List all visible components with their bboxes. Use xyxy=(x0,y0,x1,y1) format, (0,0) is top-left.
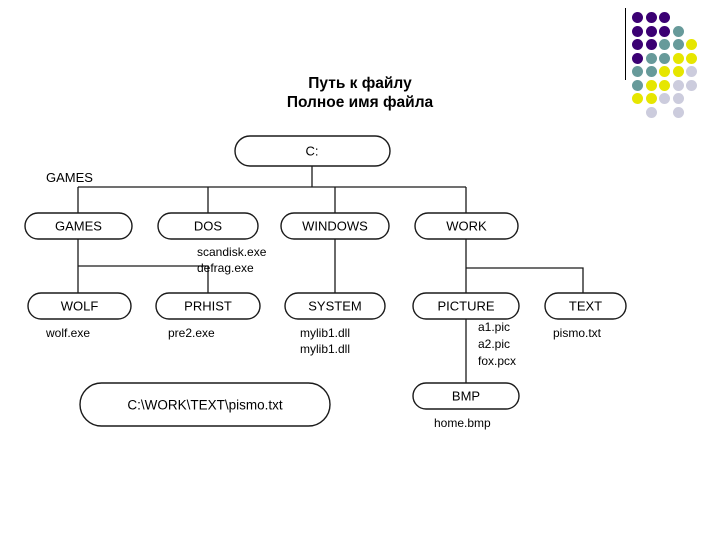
node-picture[interactable]: PICTURE xyxy=(412,292,520,320)
node-windows[interactable]: WINDOWS xyxy=(280,212,390,240)
file-label-text-0: pismo.txt xyxy=(553,326,602,340)
page-title-line1: Путь к файлу xyxy=(308,75,412,92)
deco-dot xyxy=(645,66,657,77)
node-work-shape xyxy=(414,212,519,240)
node-dos[interactable]: DOS xyxy=(157,212,259,240)
file-label-system-0: mylib1.dll xyxy=(300,326,350,340)
node-bmp-label: BMP xyxy=(452,388,480,403)
full-path-box-label: C:\WORK\TEXT\pismo.txt xyxy=(127,398,283,413)
node-prhist-shape xyxy=(155,292,261,320)
node-bmp[interactable]: BMP xyxy=(412,382,520,410)
deco-dot xyxy=(659,52,670,64)
vertical-rule xyxy=(625,8,626,80)
deco-dot xyxy=(645,25,657,37)
node-windows-label: WINDOWS xyxy=(302,218,368,233)
deco-dot xyxy=(632,12,643,23)
deco-dot xyxy=(686,66,697,77)
deco-dot xyxy=(632,66,643,77)
node-games-label: GAMES xyxy=(55,218,102,233)
capsules-dot-grid-decoration xyxy=(618,0,720,125)
node-root-label: C: xyxy=(306,143,319,158)
deco-dot xyxy=(645,12,657,23)
floating-label-games: GAMES xyxy=(46,170,93,185)
node-text-label: TEXT xyxy=(569,298,602,313)
deco-dot xyxy=(645,52,657,64)
node-bmp-shape xyxy=(412,382,520,410)
deco-dot xyxy=(659,12,670,23)
node-dos-label: DOS xyxy=(194,218,223,233)
node-prhist[interactable]: PRHIST xyxy=(155,292,261,320)
node-work[interactable]: WORK xyxy=(414,212,519,240)
node-root-shape xyxy=(234,135,391,167)
node-system[interactable]: SYSTEM xyxy=(284,292,386,320)
file-label-picture-2: fox.pcx xyxy=(478,354,516,368)
node-picture-label: PICTURE xyxy=(437,298,494,313)
deco-dot xyxy=(672,39,684,50)
page-title-line2: Полное имя файла xyxy=(287,94,434,111)
deco-dot xyxy=(632,39,643,50)
deco-dot xyxy=(672,52,684,64)
node-prhist-label: PRHIST xyxy=(184,298,232,313)
node-work-label: WORK xyxy=(446,218,487,233)
node-wolf-label: WOLF xyxy=(61,298,99,313)
file-label-prhist-0: pre2.exe xyxy=(168,326,215,340)
node-windows-shape xyxy=(280,212,390,240)
deco-dot xyxy=(659,66,670,77)
node-picture-shape xyxy=(412,292,520,320)
node-dos-shape xyxy=(157,212,259,240)
node-wolf-shape xyxy=(27,292,132,320)
deco-dot xyxy=(645,93,657,104)
deco-dot xyxy=(686,39,697,50)
full-path-box-shape xyxy=(79,382,331,427)
deco-dot xyxy=(672,79,684,91)
link-work-to-text xyxy=(466,267,584,293)
link-games-to-prhist xyxy=(78,265,209,293)
node-text[interactable]: TEXT xyxy=(544,292,627,320)
deco-dot xyxy=(632,25,643,37)
deco-dot xyxy=(659,93,670,104)
deco-dot xyxy=(672,93,684,104)
deco-dot xyxy=(686,79,697,91)
deco-dot xyxy=(645,106,657,118)
deco-dot xyxy=(659,39,670,50)
node-wolf[interactable]: WOLF xyxy=(27,292,132,320)
file-label-system-1: mylib1.dll xyxy=(300,342,350,356)
file-label-picture-0: a1.pic xyxy=(478,320,510,334)
file-label-dos-1: defrag.exe xyxy=(197,261,254,275)
file-label-bmp-0: home.bmp xyxy=(434,416,491,430)
deco-dot xyxy=(672,25,684,37)
full-path-box[interactable]: C:\WORK\TEXT\pismo.txt xyxy=(79,382,331,427)
node-games[interactable]: GAMES xyxy=(24,212,133,240)
file-label-picture-1: a2.pic xyxy=(478,337,510,351)
deco-dot xyxy=(686,52,697,64)
deco-dot xyxy=(632,52,643,64)
deco-dot xyxy=(645,79,657,91)
node-text-shape xyxy=(544,292,627,320)
deco-dot xyxy=(672,66,684,77)
file-label-dos-0: scandisk.exe xyxy=(197,245,267,259)
deco-dot xyxy=(659,79,670,91)
connector-lines xyxy=(77,166,584,383)
node-root[interactable]: C: xyxy=(234,135,391,167)
deco-dot xyxy=(632,93,643,104)
deco-dot xyxy=(672,106,684,118)
deco-dot xyxy=(632,79,643,91)
node-system-label: SYSTEM xyxy=(308,298,361,313)
deco-dot xyxy=(645,39,657,50)
node-games-shape xyxy=(24,212,133,240)
file-label-wolf-0: wolf.exe xyxy=(45,326,90,340)
node-system-shape xyxy=(284,292,386,320)
deco-dot xyxy=(659,25,670,37)
